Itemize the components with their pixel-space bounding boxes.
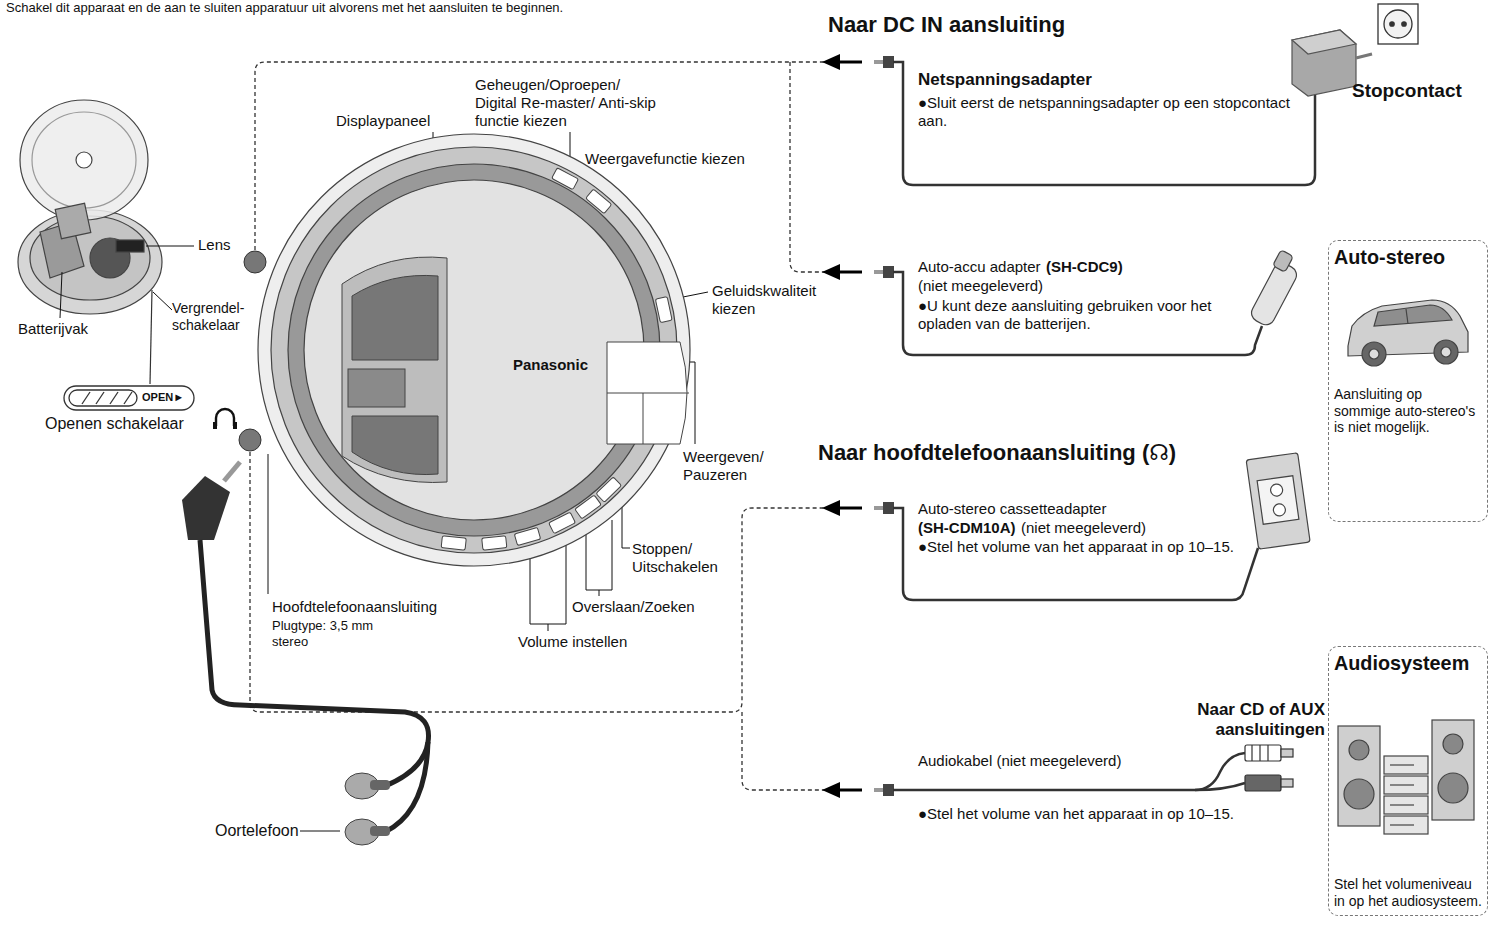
rim-button	[596, 477, 622, 502]
plug-pin	[874, 788, 884, 792]
model-number: (SH-CDM10A)	[918, 519, 1016, 537]
part-name: Auto-stereo cassetteadapter	[918, 500, 1106, 518]
plug-pin	[874, 270, 884, 274]
opened-player	[18, 100, 162, 384]
callout-label: Weergavefunctie kiezen	[585, 150, 745, 168]
display-panel	[348, 369, 405, 407]
player-ring	[288, 164, 660, 536]
plug-pin	[874, 506, 884, 510]
callout-label: Vergrendel- schakelaar	[172, 300, 257, 334]
callout-label: Weergeven/ Pauzeren	[683, 448, 783, 484]
box-title: Audiosysteem	[1334, 652, 1469, 676]
arrow-head	[822, 782, 840, 798]
part-name: Auto-accu adapter	[918, 258, 1041, 276]
cassette-adapter	[1246, 453, 1310, 549]
arrow	[822, 54, 894, 798]
player-ring	[304, 180, 644, 520]
headphone-jack	[239, 429, 261, 451]
wall-socket	[1378, 4, 1418, 44]
player-outline	[258, 134, 690, 566]
rim-button	[575, 495, 601, 519]
plug-body	[883, 502, 894, 514]
button-divider	[607, 393, 689, 394]
rca-plug	[1245, 745, 1293, 791]
leader-line	[60, 132, 708, 831]
cd-player: Panasonic	[258, 134, 690, 566]
note-text: Schakel dit apparaat en de aan te sluite…	[6, 0, 563, 16]
rim-button	[482, 536, 507, 550]
arrow-head	[822, 264, 840, 280]
switch-marking: OPEN►	[142, 391, 184, 404]
callout-label: Geluidskwaliteit kiezen	[712, 282, 847, 318]
audio-system	[1338, 720, 1474, 834]
rim-button	[549, 512, 576, 534]
rim-button	[655, 297, 672, 323]
callout-label: Volume instellen	[518, 633, 627, 651]
callout-label: Hoofdtelefoonaansluiting	[272, 598, 437, 616]
headphone-symbol	[213, 409, 237, 429]
callout-label: Geheugen/Oproepen/ Digital Re-master/ An…	[475, 76, 660, 130]
model-number: (SH-CDC9)	[1046, 258, 1123, 276]
cable	[893, 62, 1315, 790]
plug-body	[883, 56, 894, 68]
arrow-head	[822, 500, 840, 516]
arrow-head	[822, 54, 840, 70]
callout-label: Oortelefoon	[215, 821, 299, 840]
note-text: ●Stel het volume van het apparaat in op …	[918, 538, 1238, 556]
rim-button	[552, 168, 579, 190]
button-panel	[342, 257, 447, 482]
callout-label: Batterijvak	[18, 320, 88, 338]
part-name: Audiokabel (niet meegeleverd)	[918, 752, 1121, 770]
note-text: (niet meegeleverd)	[918, 277, 1043, 295]
box-note: Stel het volumeniveau in op het audiosys…	[1334, 876, 1482, 910]
port-label: Naar CD of AUX aansluitingen	[1160, 700, 1325, 741]
part-name: Netspanningsadapter	[918, 70, 1092, 90]
section-heading: Naar DC IN aansluiting	[828, 12, 1065, 38]
button-divider	[643, 393, 644, 444]
plug-pin	[874, 60, 884, 64]
button	[352, 416, 438, 475]
rim-button	[514, 527, 540, 545]
note-text: ●Sluit eerst de netspanningsadapter op e…	[918, 94, 1303, 130]
rim-button	[441, 536, 466, 550]
audio-system-picture	[1334, 706, 1480, 846]
open-switch	[64, 386, 194, 410]
rim-button	[586, 189, 612, 214]
car	[1348, 300, 1468, 366]
brand-text: Panasonic	[513, 356, 588, 373]
box-title: Auto-stereo	[1334, 246, 1445, 270]
dc-jack	[244, 251, 266, 273]
button	[352, 275, 438, 360]
plug-body	[883, 784, 894, 796]
player-ring	[258, 134, 690, 566]
dashed-guide	[250, 62, 826, 790]
car-picture	[1334, 276, 1480, 380]
car-stereo-box: Auto-stereoAansluiting op sommige auto-s…	[1328, 240, 1488, 522]
callout-label: Displaypaneel	[336, 112, 430, 130]
callout-label: Lens	[198, 236, 231, 254]
note-text: ●U kunt deze aansluiting gebruiken voor …	[918, 297, 1248, 333]
note-text: (niet meegeleverd)	[1021, 519, 1146, 537]
note-text: ●Stel het volume van het apparaat in op …	[918, 805, 1258, 823]
box-note: Aansluiting op sommige auto-stereo's is …	[1334, 386, 1482, 436]
audio-system-box: AudiosysteemStel het volumeniveau in op …	[1328, 646, 1488, 916]
callout-label: Stoppen/ Uitschakelen	[632, 540, 742, 576]
section-heading: Naar hoofdtelefoonaansluiting (☊)	[818, 440, 1176, 466]
callout-label: Plugtype: 3,5 mm stereo	[272, 618, 412, 649]
plug-body	[883, 266, 894, 278]
car-adapter	[1248, 250, 1299, 328]
callout-label: Openen schakelaar	[45, 414, 184, 433]
part-name: Stopcontact	[1352, 80, 1462, 103]
callout-label: Overslaan/Zoeken	[572, 598, 695, 616]
